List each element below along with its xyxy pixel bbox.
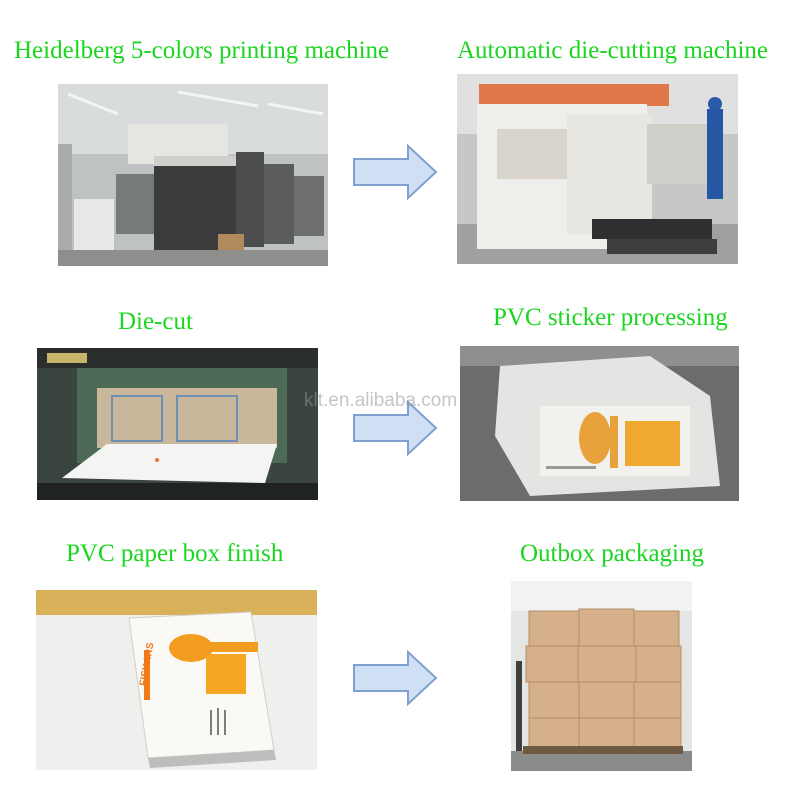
photo-pvc-sticker: [460, 346, 739, 501]
step-caption-pvc-sticker: PVC sticker processing: [493, 304, 728, 331]
photo-printing-machine: [58, 84, 328, 266]
arrow-right-icon: [352, 400, 438, 456]
step-caption-die-cut: Die-cut: [118, 308, 193, 335]
arrow-right-icon: [352, 650, 438, 706]
step-caption-box-finish: PVC paper box finish: [66, 540, 284, 567]
arrow-right-icon: [352, 144, 438, 200]
step-caption-die-cutting-machine: Automatic die-cutting machine: [457, 37, 769, 64]
step-caption-outbox-packaging: Outbox packaging: [520, 540, 704, 567]
photo-box-finish: FISKARS: [36, 590, 317, 770]
photo-outbox-packaging: [511, 581, 692, 771]
watermark-text: klt.en.alibaba.com: [304, 390, 458, 411]
step-caption-printing-machine: Heidelberg 5-colors printing machine: [14, 37, 390, 64]
photo-die-cutting-machine: [457, 74, 738, 264]
photo-die-cut: [37, 348, 318, 500]
